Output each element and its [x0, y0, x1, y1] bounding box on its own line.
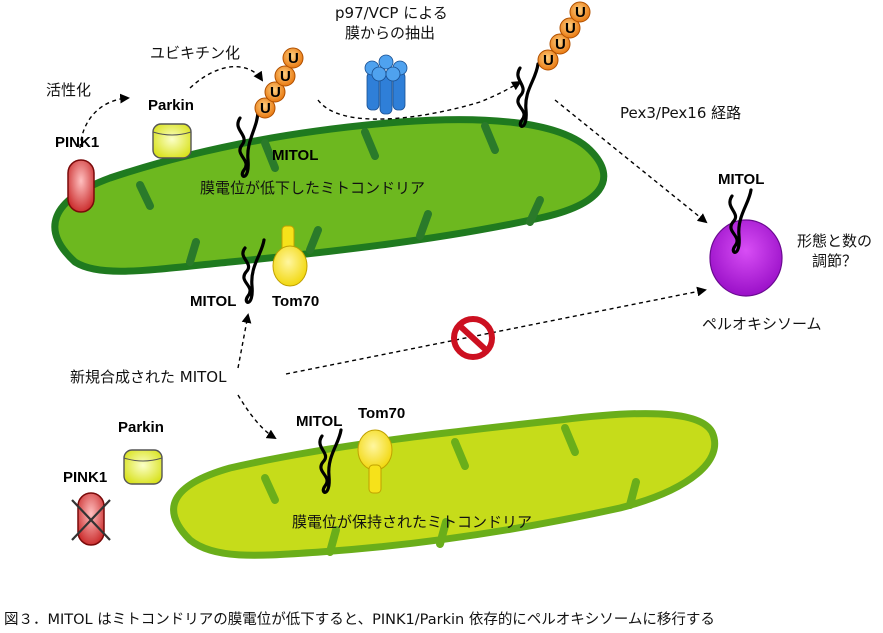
mitol-extracted-squiggle: [516, 62, 540, 128]
ubiquitin-chain-extracted: U U U U: [537, 1, 591, 71]
mitol-bottom-squiggle: [318, 428, 343, 494]
prohibition-icon: [451, 316, 495, 360]
arrow-to-bottom-mito: [237, 394, 277, 440]
ub-label-4: U: [288, 50, 299, 67]
mito-depolarized-label: 膜電位が低下したミトコンドリア: [200, 179, 425, 197]
ubiquitin-chain-top: U U U U: [254, 47, 304, 119]
arrow-ubiquitination: [189, 66, 264, 89]
ub-label-3: U: [280, 68, 291, 85]
peroxisome-shape: [709, 219, 783, 297]
mitochondrion-depolarized: 膜電位が低下したミトコンドリア: [51, 116, 608, 275]
tom70-bottom-shape: [357, 429, 393, 494]
pathway-label: Pex3/Pex16 経路: [620, 104, 741, 122]
arrow-pex-pathway: [554, 99, 708, 224]
extraction-label-line1: p97/VCP による: [335, 4, 448, 22]
tom70-middle-label: Tom70: [272, 293, 319, 310]
mito-polarized-label: 膜電位が保持されたミトコンドリア: [292, 513, 532, 531]
arrow-extraction: [317, 80, 522, 120]
arrow-activation: [79, 93, 130, 149]
mitol-bottom-label: MITOL: [296, 413, 342, 430]
extraction-label-line2: 膜からの抽出: [345, 24, 435, 42]
pink1-bottom-label: PINK1: [63, 469, 107, 486]
mitol-top-label: MITOL: [272, 147, 318, 164]
ub-label-2: U: [270, 84, 281, 101]
parkin-bottom-label: Parkin: [118, 419, 164, 436]
mitol-middle-squiggle: [241, 238, 266, 304]
arrows: [79, 66, 708, 440]
mitol-middle-label: MITOL: [190, 293, 236, 310]
parkin-top-label: Parkin: [148, 97, 194, 114]
tom70-bottom-label: Tom70: [358, 405, 405, 422]
peroxisome-label: ペルオキシソーム: [702, 315, 822, 333]
p97-hexamer-icon: [364, 54, 408, 115]
morphology-label-line1: 形態と数の: [797, 232, 872, 250]
ub-ex-3: U: [565, 20, 576, 37]
mitol-peroxisome-squiggle: [728, 188, 753, 254]
arrow-to-peroxisome: [285, 286, 707, 375]
ub-ex-1: U: [543, 52, 554, 69]
newly-synthesized-label: 新規合成された MITOL: [70, 368, 227, 386]
ubiquitination-label: ユビキチン化: [150, 44, 240, 62]
cristae-bottom: [261, 424, 640, 556]
ub-ex-4: U: [575, 4, 586, 21]
parkin-bottom-shape: [123, 449, 163, 485]
parkin-top-shape: [152, 123, 192, 159]
cross-mark-icon: [71, 499, 111, 541]
mitol-peroxisome-label: MITOL: [718, 171, 764, 188]
ub-label-1: U: [260, 100, 271, 117]
activation-label: 活性化: [46, 81, 91, 99]
morphology-label-line2: 調節？: [812, 252, 857, 270]
pink1-top-shape: [67, 159, 95, 213]
mitol-top-squiggle: [236, 108, 260, 178]
mitochondrion-polarized: 膜電位が保持されたミトコンドリア: [170, 410, 719, 559]
tom70-middle-shape: [272, 225, 308, 287]
pink1-top-label: PINK1: [55, 134, 99, 151]
cristae: [136, 122, 544, 266]
figure-caption: 図３．MITOL はミトコンドリアの膜電位が低下すると、PINK1/Parkin…: [4, 611, 715, 628]
arrow-to-top-mito: [237, 313, 252, 369]
ub-ex-2: U: [555, 36, 566, 53]
